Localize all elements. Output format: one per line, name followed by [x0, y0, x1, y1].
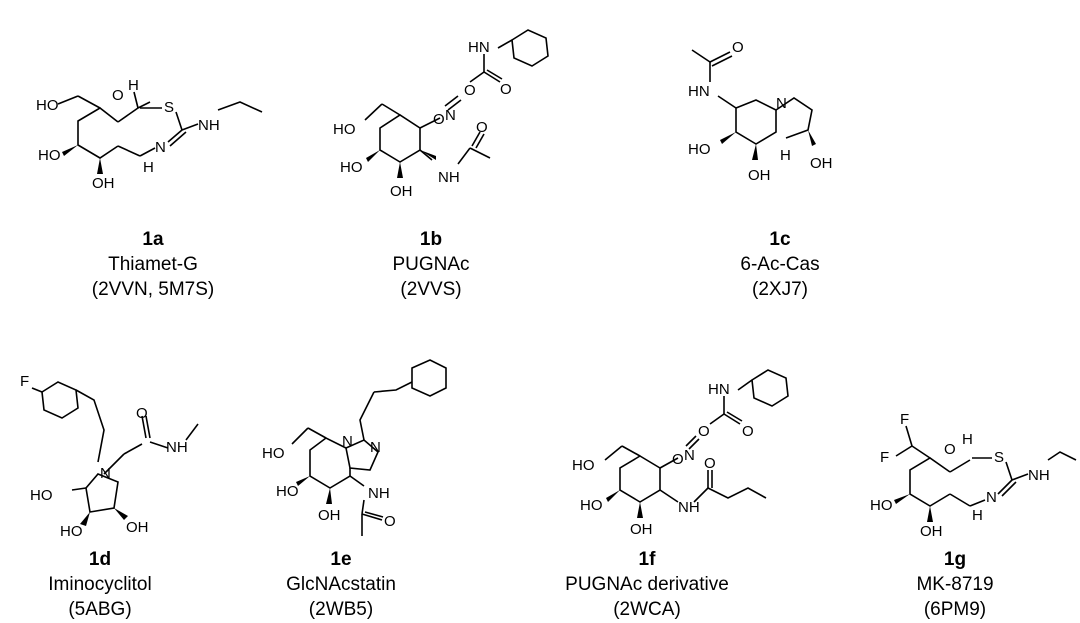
label-1d-ho1: HO — [30, 487, 53, 504]
structure-1e: N N HO HO NH OH O — [262, 359, 447, 536]
compound-id-1a: 1a — [142, 229, 164, 250]
label-1f-o-carb: O — [742, 423, 754, 440]
label-1b-o-link: O — [464, 82, 476, 99]
label-1f-oh: OH — [630, 521, 653, 538]
label-1d-oh: OH — [126, 519, 149, 536]
label-1a-nh: NH — [198, 117, 220, 134]
structure-1f: HN O O O N O HO HO NH OH — [572, 369, 789, 538]
label-1d-ho2: HO — [60, 523, 83, 540]
label-1a-o: O — [112, 87, 124, 104]
compound-pdb-1c: (2XJ7) — [752, 279, 808, 300]
compound-id-1d: 1d — [88, 549, 112, 570]
structure-1g: F F O H S NH N H HO OH — [870, 411, 1077, 540]
label-1e-o: O — [384, 513, 396, 530]
label-1e-n-im: N — [370, 439, 381, 456]
caption-1e: 1e GlcNAcstatin (2WB5) — [221, 547, 461, 622]
label-1g-ho: HO — [870, 497, 893, 514]
label-1b-hn: HN — [468, 39, 490, 56]
label-1e-ho1: HO — [262, 445, 285, 462]
label-1b-n-ox: N — [445, 107, 456, 124]
label-1c-hn: HN — [688, 83, 710, 100]
label-1f-hn: HN — [708, 381, 730, 398]
label-1b-nh: NH — [438, 169, 460, 186]
compound-pdb-1a: (2VVN, 5M7S) — [91, 279, 215, 300]
label-1c-ho: HO — [688, 141, 711, 158]
compound-name-1c: 6-Ac-Cas — [740, 254, 820, 275]
label-1c-o: O — [732, 39, 744, 56]
label-1f-ho2: HO — [580, 497, 603, 514]
caption-1c: 1c 6-Ac-Cas (2XJ7) — [660, 227, 900, 302]
label-1f-n-ox: N — [684, 447, 695, 464]
structure-1c: O HN N HO H OH OH — [688, 39, 833, 184]
label-1b-o-ring: O — [433, 111, 445, 128]
structure-1a: HO O H S NH N H HO OH — [36, 77, 263, 192]
label-1b-ho2: HO — [340, 159, 363, 176]
compound-id-1b: 1b — [419, 229, 443, 250]
compound-id-1g: 1g — [943, 549, 967, 570]
label-1e-n-ring: N — [342, 433, 353, 450]
label-1f-o-link: O — [698, 423, 710, 440]
compound-name-1d: Iminocyclitol — [48, 574, 152, 595]
compound-name-1g: MK-8719 — [916, 574, 994, 595]
label-1g-oh: OH — [920, 523, 943, 540]
label-1f-o-ring: O — [672, 451, 684, 468]
compound-name-1e: GlcNAcstatin — [286, 574, 396, 595]
compound-pdb-1g: (6PM9) — [923, 599, 987, 620]
label-1g-nh: NH — [1028, 467, 1050, 484]
label-1c-oh1: OH — [748, 167, 771, 184]
label-1g-h1: H — [962, 431, 973, 448]
label-1g-f2: F — [880, 449, 889, 466]
label-1c-h: H — [780, 147, 791, 164]
label-1c-n: N — [776, 95, 787, 112]
label-1g-f1: F — [900, 411, 909, 428]
compound-id-1f: 1f — [638, 549, 656, 570]
caption-1f: 1f PUGNAc derivative (2WCA) — [527, 547, 767, 622]
label-1a-h2: H — [143, 159, 154, 176]
label-1f-o-ac: O — [704, 455, 716, 472]
label-1a-oh: OH — [92, 175, 115, 192]
label-1a-h1: H — [128, 77, 139, 94]
label-1e-oh: OH — [318, 507, 341, 524]
label-1g-s: S — [994, 449, 1004, 466]
compound-id-1c: 1c — [769, 229, 791, 250]
label-1g-o: O — [944, 441, 956, 458]
label-1a-s: S — [164, 99, 174, 116]
compound-name-1a: Thiamet-G — [108, 254, 198, 275]
caption-1d: 1d Iminocyclitol (5ABG) — [0, 547, 220, 622]
compound-pdb-1d: (5ABG) — [68, 599, 132, 620]
label-1f-ho1: HO — [572, 457, 595, 474]
caption-1b: 1b PUGNAc (2VVS) — [311, 227, 551, 302]
label-1d-n: N — [100, 465, 111, 482]
caption-1a: 1a Thiamet-G (2VVN, 5M7S) — [33, 227, 273, 302]
compound-name-1f: PUGNAc derivative — [565, 574, 729, 595]
label-1b-ho1: HO — [333, 121, 356, 138]
label-1f-nh: NH — [678, 499, 700, 516]
caption-1g: 1g MK-8719 (6PM9) — [835, 547, 1075, 622]
label-1g-h2: H — [972, 507, 983, 524]
label-1b-o-carb: O — [500, 81, 512, 98]
label-1a-ho1: HO — [36, 97, 59, 114]
label-1b-oh: OH — [390, 183, 413, 200]
label-1d-f: F — [20, 373, 29, 390]
label-1g-n: N — [986, 489, 997, 506]
compound-pdb-1e: (2WB5) — [308, 599, 374, 620]
label-1e-ho2: HO — [276, 483, 299, 500]
label-1d-o: O — [136, 405, 148, 422]
compound-name-1b: PUGNAc — [392, 254, 470, 275]
label-1a-n: N — [155, 139, 166, 156]
compound-pdb-1b: (2VVS) — [400, 279, 462, 300]
structure-1b: HN O O O N HO O HO NH OH — [333, 29, 549, 200]
label-1e-nh: NH — [368, 485, 390, 502]
label-1a-ho2: HO — [38, 147, 61, 164]
label-1d-nh: NH — [166, 439, 188, 456]
label-1b-o-ac: O — [476, 119, 488, 136]
compound-pdb-1f: (2WCA) — [613, 599, 681, 620]
label-1c-oh2: OH — [810, 155, 833, 172]
structure-1d: F O NH N HO HO OH — [20, 373, 199, 540]
compound-id-1e: 1e — [330, 549, 352, 570]
